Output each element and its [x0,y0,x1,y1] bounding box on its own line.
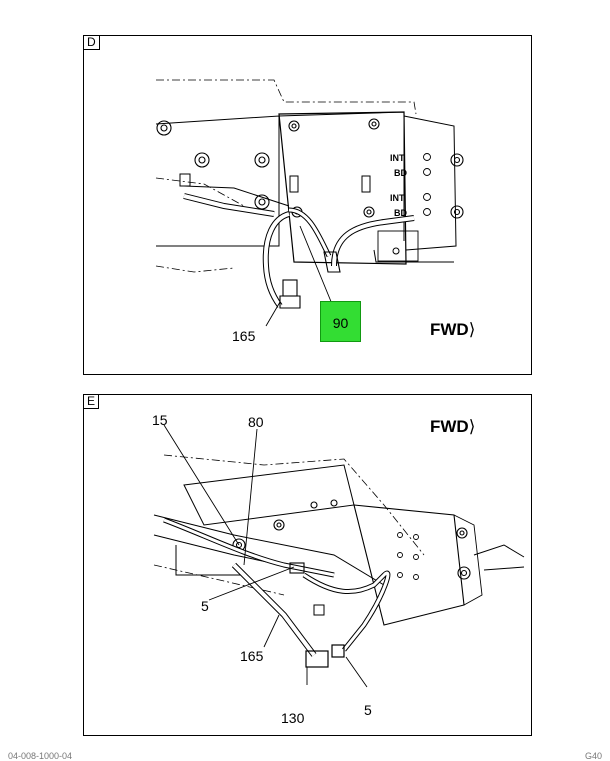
callout-90-label: 90 [332,315,349,331]
callout-80: 80 [248,414,264,430]
view-d-tag: D [84,36,100,50]
view-e-tag: E [84,395,100,409]
fwd-indicator: FWD⟩ [430,418,475,435]
footer-page-code: G40 [584,751,602,761]
callout-165: 165 [240,648,264,664]
connector-label-int: INT [390,193,405,203]
callout-165: 165 [232,328,256,344]
callout-5: 5 [201,598,209,614]
callout-15: 15 [152,412,168,428]
view-d-panel: D [83,35,532,375]
fwd-arrow-icon: ⟩ [468,320,476,339]
callout-130: 130 [281,710,305,726]
connector-label-bd: BD [394,168,407,178]
view-d-drawing [155,79,464,327]
fwd-arrow-icon: ⟩ [468,417,476,436]
view-e-panel: E [83,394,532,736]
callout-5: 5 [364,702,372,718]
fwd-label: FWD [430,417,469,436]
view-e-drawing [153,424,525,688]
footer-doc-number: 04-008-1000-04 [8,751,73,761]
connector-label-bd: BD [394,208,407,218]
connector-label-int: INT [390,153,405,163]
fwd-label: FWD [430,320,469,339]
fwd-indicator: FWD⟩ [430,321,475,338]
highlighted-callout-90[interactable]: 90 [320,301,361,342]
